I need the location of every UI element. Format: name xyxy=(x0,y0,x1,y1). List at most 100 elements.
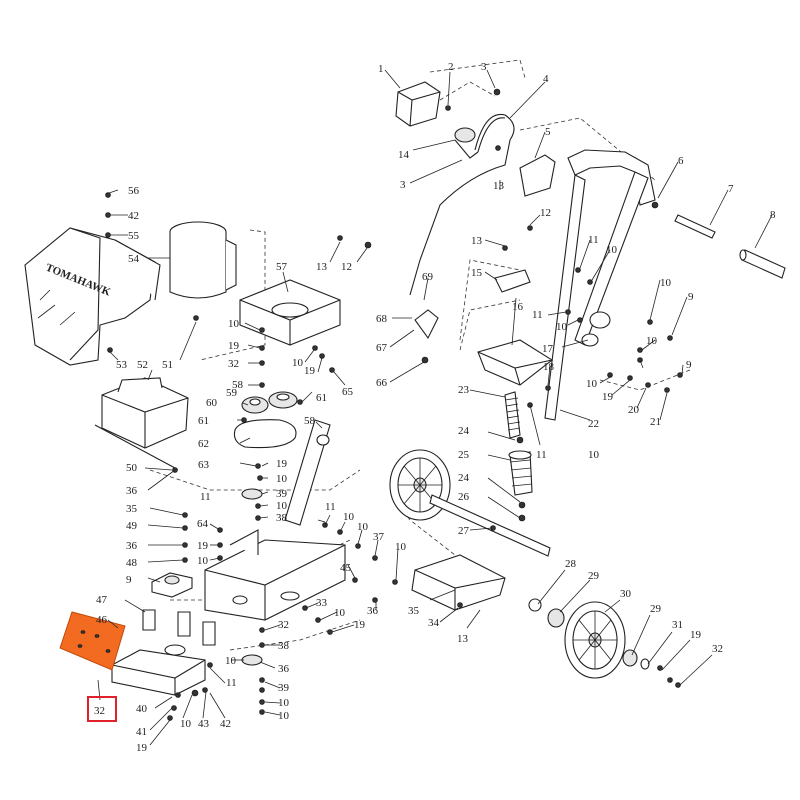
part-label: 11 xyxy=(536,449,547,461)
part-14-lever xyxy=(454,127,479,159)
part-25-damper xyxy=(508,450,533,496)
part-label: 67 xyxy=(376,342,388,354)
part-label: 10 xyxy=(180,718,192,730)
leader-lines xyxy=(97,69,773,746)
part-label: 55 xyxy=(128,230,140,242)
part-label: 10 xyxy=(292,357,304,369)
part-label: 19 xyxy=(276,458,288,470)
part-label: 39 xyxy=(276,488,288,500)
part-label: 48 xyxy=(126,557,138,569)
handle-assembly xyxy=(544,149,656,421)
part-label: 19 xyxy=(602,391,614,403)
part-26-axle xyxy=(429,494,551,557)
part-label: 10 xyxy=(660,277,672,289)
part-4-cable xyxy=(409,113,515,296)
part-label: 10 xyxy=(278,710,290,722)
part-label: 41 xyxy=(136,726,147,738)
part-label: 24 xyxy=(458,425,470,437)
part-label: 54 xyxy=(128,253,140,265)
part-label: 9 xyxy=(126,574,132,586)
part-label: 10 xyxy=(225,655,237,667)
part-label: 63 xyxy=(198,459,210,471)
part-label: 9 xyxy=(688,291,694,303)
part-label: 34 xyxy=(428,617,440,629)
part-label: 10 xyxy=(197,555,209,567)
part-8-grip xyxy=(739,249,786,279)
part-label: 10 xyxy=(357,521,369,533)
part-label: 33 xyxy=(316,597,328,609)
part-label: 10 xyxy=(588,449,600,461)
part-label: 19 xyxy=(304,365,316,377)
part-label: 61 xyxy=(198,415,209,427)
part-label: 16 xyxy=(512,301,524,313)
part-label: 4 xyxy=(543,73,549,85)
part-53-cover: TOMAHAWK xyxy=(24,227,161,366)
part-label: 62 xyxy=(198,438,209,450)
part-label: 11 xyxy=(200,491,211,503)
part-label: 10 xyxy=(276,500,288,512)
part-label: 58 xyxy=(232,379,244,391)
part-number-labels: 1 2 3 4 14 3 5 13 6 12 7 8 13 11 10 15 6… xyxy=(94,61,776,754)
part-44-blade-highlighted xyxy=(59,611,126,671)
part-label: 19 xyxy=(690,629,702,641)
part-label: 27 xyxy=(458,525,470,537)
part-label: 49 xyxy=(126,520,138,532)
part-label: 20 xyxy=(628,404,640,416)
part-label: 26 xyxy=(458,491,470,503)
part-label: 9 xyxy=(686,359,692,371)
part-label: 10 xyxy=(228,318,240,330)
part-label: 56 xyxy=(128,185,140,197)
part-label: 10 xyxy=(556,321,568,333)
part-label: 64 xyxy=(197,518,209,530)
part-label-highlighted: 32 xyxy=(94,705,105,717)
part-label: 23 xyxy=(458,384,470,396)
part-label: 10 xyxy=(606,244,618,256)
part-label: 5 xyxy=(545,126,551,138)
fasteners xyxy=(105,88,683,721)
part-62-belt xyxy=(233,419,297,449)
part-label: 10 xyxy=(343,511,355,523)
part-label: 36 xyxy=(367,605,379,617)
part-46-spacers xyxy=(142,609,216,646)
part-label: 10 xyxy=(334,607,346,619)
part-label: 12 xyxy=(540,207,551,219)
part-54-motor xyxy=(169,221,237,299)
part-label: 45 xyxy=(340,562,352,574)
part-label: 11 xyxy=(532,309,543,321)
part-label: 37 xyxy=(373,531,385,543)
part-label: 68 xyxy=(376,313,388,325)
part-label: 58 xyxy=(304,415,316,427)
part-label: 29 xyxy=(588,570,600,582)
part-label: 13 xyxy=(493,180,505,192)
part-label: 11 xyxy=(325,501,336,513)
part-label: 6 xyxy=(678,155,684,167)
right-wheel xyxy=(564,601,626,679)
part-57-plate xyxy=(239,279,341,346)
part-label: 2 xyxy=(448,61,454,73)
part-label: 17 xyxy=(542,343,554,355)
part-label: 13 xyxy=(471,235,483,247)
part-label: 53 xyxy=(116,359,128,371)
part-label: 35 xyxy=(408,605,420,617)
part-label: 1 xyxy=(378,63,384,75)
part-label: 19 xyxy=(354,619,366,631)
part-23-spring xyxy=(504,391,521,439)
part-label: 22 xyxy=(588,418,599,430)
part-label: 38 xyxy=(276,512,288,524)
part-label: 19 xyxy=(136,742,148,754)
highlight-box xyxy=(87,696,117,722)
part-label: 59 xyxy=(226,387,238,399)
part-label: 36 xyxy=(126,485,138,497)
part-label: 11 xyxy=(588,234,599,246)
part-1-switch xyxy=(395,81,441,127)
part-label: 50 xyxy=(126,462,138,474)
part-label: 38 xyxy=(278,640,290,652)
part-label: 12 xyxy=(341,261,352,273)
part-15-clip xyxy=(494,269,531,293)
part-label: 47 xyxy=(96,594,108,606)
part-label: 10 xyxy=(278,697,290,709)
part-67-latch xyxy=(414,309,439,340)
part-label: 42 xyxy=(128,210,139,222)
part-label: 3 xyxy=(481,61,487,73)
part-52-box xyxy=(101,377,189,449)
